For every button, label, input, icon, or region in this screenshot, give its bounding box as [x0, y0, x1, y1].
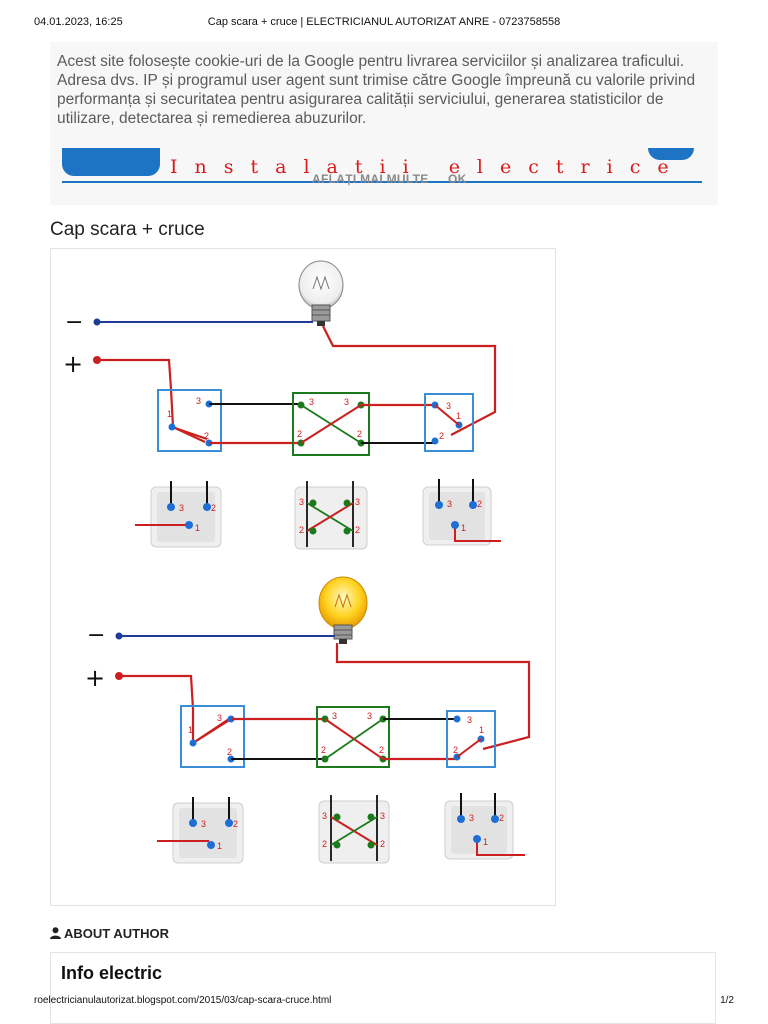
minus-label-top: − [65, 310, 83, 335]
bulb-return-wire-bottom [335, 643, 531, 751]
svg-text:3: 3 [380, 811, 385, 821]
light-bulb-on-icon [318, 576, 368, 644]
phase-wire-bottom [119, 674, 230, 746]
svg-text:2: 2 [227, 747, 232, 757]
svg-text:2: 2 [453, 745, 458, 755]
svg-text:2: 2 [321, 745, 326, 755]
print-url: roelectricianulautorizat.blogspot.com/20… [34, 995, 332, 1006]
stair-switch-right-bottom [446, 710, 496, 768]
top-circuit: − + 1 [63, 260, 501, 550]
svg-text:3: 3 [447, 499, 452, 509]
svg-text:2: 2 [380, 839, 385, 849]
svg-text:2: 2 [357, 429, 362, 439]
print-page-number: 1/2 [720, 995, 734, 1006]
svg-text:3: 3 [446, 401, 451, 411]
cross-switch-bottom [316, 706, 390, 768]
cookie-notice: Acest site folosește cookie-uri de la Go… [50, 42, 718, 205]
svg-text:3: 3 [201, 819, 206, 829]
svg-text:2: 2 [379, 745, 384, 755]
light-bulb-off-icon [298, 260, 344, 326]
svg-text:3: 3 [469, 813, 474, 823]
stair-switch-photo-left-bottom: 3 2 1 [157, 797, 244, 864]
stair-switch-left-top [157, 389, 222, 452]
print-datetime: 04.01.2023, 16:25 [34, 16, 123, 28]
about-author-heading: ABOUT AUTHOR [50, 926, 169, 942]
minus-label-bottom: − [87, 623, 105, 648]
svg-text:3: 3 [332, 711, 337, 721]
svg-text:2: 2 [322, 839, 327, 849]
svg-text:3: 3 [196, 396, 201, 406]
svg-text:2: 2 [499, 813, 504, 823]
site-banner-text: Instalatii electrice [170, 156, 686, 178]
svg-text:3: 3 [322, 811, 327, 821]
cookie-notice-text: Acest site folosește cookie-uri de la Go… [57, 53, 696, 127]
banner-underline [62, 181, 702, 183]
svg-text:3: 3 [344, 397, 349, 407]
svg-text:1: 1 [167, 409, 172, 419]
plus-label-bottom: + [85, 664, 105, 692]
svg-text:3: 3 [367, 711, 372, 721]
svg-text:1: 1 [195, 523, 200, 533]
svg-text:3: 3 [467, 715, 472, 725]
learn-more-button[interactable]: AFLAȚI MAI MULTE [312, 172, 429, 186]
bottom-circuit: − + 1 3 2 [85, 576, 531, 864]
svg-text:2: 2 [299, 525, 304, 535]
svg-text:2: 2 [297, 429, 302, 439]
svg-text:1: 1 [461, 523, 466, 533]
stair-switch-left-bottom [180, 705, 245, 768]
svg-text:3: 3 [299, 497, 304, 507]
stair-switch-photo-left-top: 3 2 1 [135, 481, 222, 548]
wiring-diagram: − + 1 [63, 260, 531, 864]
post-title: Cap scara + cruce [50, 219, 205, 240]
about-author-label: ABOUT AUTHOR [64, 926, 169, 941]
svg-text:3: 3 [217, 713, 222, 723]
site-banner[interactable]: Instalatii electrice [62, 148, 702, 188]
svg-text:1: 1 [188, 725, 193, 735]
cross-switch-photo-bottom: 3 3 2 2 [318, 795, 390, 864]
svg-text:3: 3 [179, 503, 184, 513]
site-logo-accent [648, 148, 694, 160]
print-page-title: Cap scara + cruce | ELECTRICIANUL AUTORI… [207, 16, 561, 28]
svg-text:2: 2 [204, 431, 209, 441]
stair-switch-photo-right-top: 3 2 1 [422, 479, 501, 546]
phase-wire-top [97, 358, 206, 443]
svg-text:1: 1 [479, 725, 484, 735]
site-logo-shape [62, 148, 160, 176]
svg-text:2: 2 [477, 499, 482, 509]
user-icon [50, 927, 61, 942]
svg-text:2: 2 [439, 431, 444, 441]
stair-switch-right-top [424, 393, 474, 452]
svg-text:1: 1 [483, 837, 488, 847]
svg-text:3: 3 [355, 497, 360, 507]
plus-label-top: + [63, 350, 83, 378]
svg-text:3: 3 [309, 397, 314, 407]
svg-text:1: 1 [456, 411, 461, 421]
cross-switch-photo-top: 3 3 2 2 [294, 481, 368, 550]
cross-switch-top [292, 392, 370, 456]
svg-text:1: 1 [217, 841, 222, 851]
svg-text:2: 2 [355, 525, 360, 535]
stair-switch-photo-right-bottom: 3 2 1 [444, 793, 525, 860]
print-header: 04.01.2023, 16:25 Cap scara + cruce | EL… [34, 16, 734, 30]
bulb-return-wire-top [322, 325, 497, 436]
print-footer: roelectricianulautorizat.blogspot.com/20… [34, 995, 734, 1009]
author-box: Info electric [50, 952, 716, 1024]
svg-text:2: 2 [233, 819, 238, 829]
author-name[interactable]: Info electric [61, 963, 163, 983]
svg-text:2: 2 [211, 503, 216, 513]
wiring-diagram-image: − + 1 [50, 248, 556, 906]
ok-button[interactable]: OK [448, 172, 467, 186]
